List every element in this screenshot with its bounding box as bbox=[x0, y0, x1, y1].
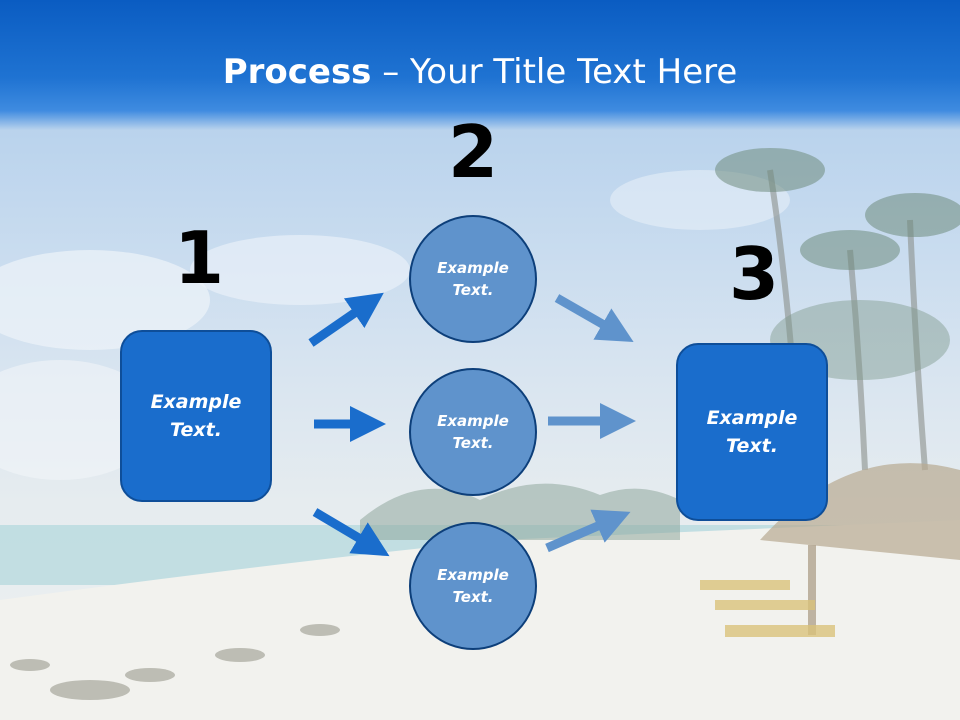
circle-top-label: Example Text. bbox=[437, 258, 509, 300]
circle-top: Example Text. bbox=[409, 215, 537, 343]
circle-middle: Example Text. bbox=[409, 368, 537, 496]
left-box: Example Text. bbox=[120, 330, 272, 502]
left-box-label: Example Text. bbox=[150, 390, 242, 442]
circle-bottom: Example Text. bbox=[409, 522, 537, 650]
arrow-left-to-top bbox=[308, 292, 384, 347]
right-box-label: Example Text. bbox=[706, 406, 798, 458]
title-rest: – Your Title Text Here bbox=[371, 52, 738, 92]
circle-bottom-label: Example Text. bbox=[437, 565, 509, 607]
right-box: Example Text. bbox=[676, 343, 828, 521]
step-number-2: 2 bbox=[447, 110, 499, 194]
title-bold: Process bbox=[222, 52, 372, 92]
header-bar bbox=[0, 0, 960, 130]
circle-middle-label: Example Text. bbox=[437, 411, 509, 453]
step-number-1: 1 bbox=[173, 216, 225, 300]
arrow-bottom-to-right bbox=[545, 509, 631, 553]
slide-title: Process – Your Title Text Here bbox=[0, 52, 960, 92]
arrow-top-to-right bbox=[554, 294, 634, 342]
step-number-3: 3 bbox=[728, 232, 780, 316]
arrow-left-to-bottom bbox=[312, 508, 390, 557]
